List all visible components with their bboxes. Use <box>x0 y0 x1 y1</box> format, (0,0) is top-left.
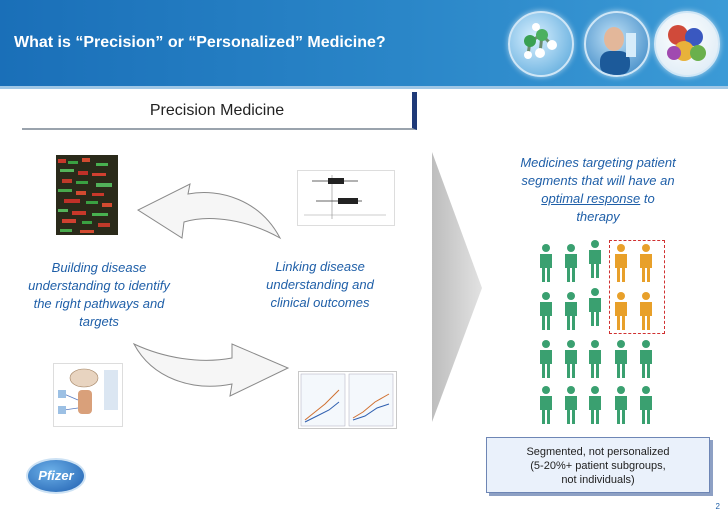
patient-person-icon <box>640 386 652 424</box>
patient-person-icon <box>640 340 652 378</box>
responder-segment-highlight <box>609 240 665 334</box>
patient-population-grid <box>530 236 680 426</box>
transition-chevron <box>432 152 484 429</box>
protein-image <box>654 11 720 77</box>
upper-cycle-arrow <box>130 180 290 250</box>
outcome-after: to <box>643 191 655 206</box>
responder-person-icon <box>640 292 652 330</box>
outcome-line-3: optimal response to <box>500 190 696 208</box>
lower-cycle-arrow <box>128 338 296 400</box>
patient-person-icon <box>615 386 627 424</box>
right-caption: Linking disease understanding and clinic… <box>266 259 374 310</box>
summary-box: Segmented, not personalized (5-20%+ pati… <box>486 437 710 493</box>
pathway-diagram-image <box>53 363 123 427</box>
summary-line-3: not individuals) <box>561 474 635 486</box>
summary-line-2: (5-20%+ patient subgroups, <box>530 460 666 472</box>
summary-line-1: Segmented, not personalized <box>526 446 670 458</box>
patient-person-icon <box>565 340 577 378</box>
section-title: Precision Medicine <box>149 102 285 119</box>
patient-person-icon <box>589 288 601 326</box>
patient-person-icon <box>589 386 601 424</box>
forest-plot-image <box>297 170 395 226</box>
patient-person-icon <box>589 240 601 278</box>
patient-person-icon <box>540 340 552 378</box>
responder-person-icon <box>615 292 627 330</box>
responder-person-icon <box>640 244 652 282</box>
clinical-outcomes-image <box>298 371 397 429</box>
responder-person-icon <box>615 244 627 282</box>
outcome-line-1: Medicines targeting patient <box>520 155 676 170</box>
heatmap-image <box>56 155 118 235</box>
patient-person-icon <box>565 244 577 282</box>
molecule-image <box>508 11 574 77</box>
left-caption: Building disease understanding to identi… <box>28 260 170 329</box>
section-title-box: Precision Medicine <box>22 92 417 130</box>
page-title: What is “Precision” or “Personalized” Me… <box>14 34 386 51</box>
patient-person-icon <box>565 386 577 424</box>
patient-person-icon <box>540 244 552 282</box>
header-banner: What is “Precision” or “Personalized” Me… <box>0 0 728 86</box>
outcome-caption: Medicines targeting patient segments tha… <box>500 154 696 226</box>
patient-person-icon <box>540 292 552 330</box>
researcher-photo <box>584 11 650 77</box>
patient-person-icon <box>589 340 601 378</box>
patient-person-icon <box>565 292 577 330</box>
page-number: 2 <box>715 502 720 511</box>
outcome-line-4: therapy <box>576 209 620 224</box>
pfizer-logo: Pfizer <box>26 458 86 494</box>
header-divider <box>0 86 728 89</box>
outcome-line-2: segments that will have an <box>521 173 675 188</box>
patient-person-icon <box>615 340 627 378</box>
patient-person-icon <box>540 386 552 424</box>
outcome-emphasis: optimal response <box>541 191 641 206</box>
